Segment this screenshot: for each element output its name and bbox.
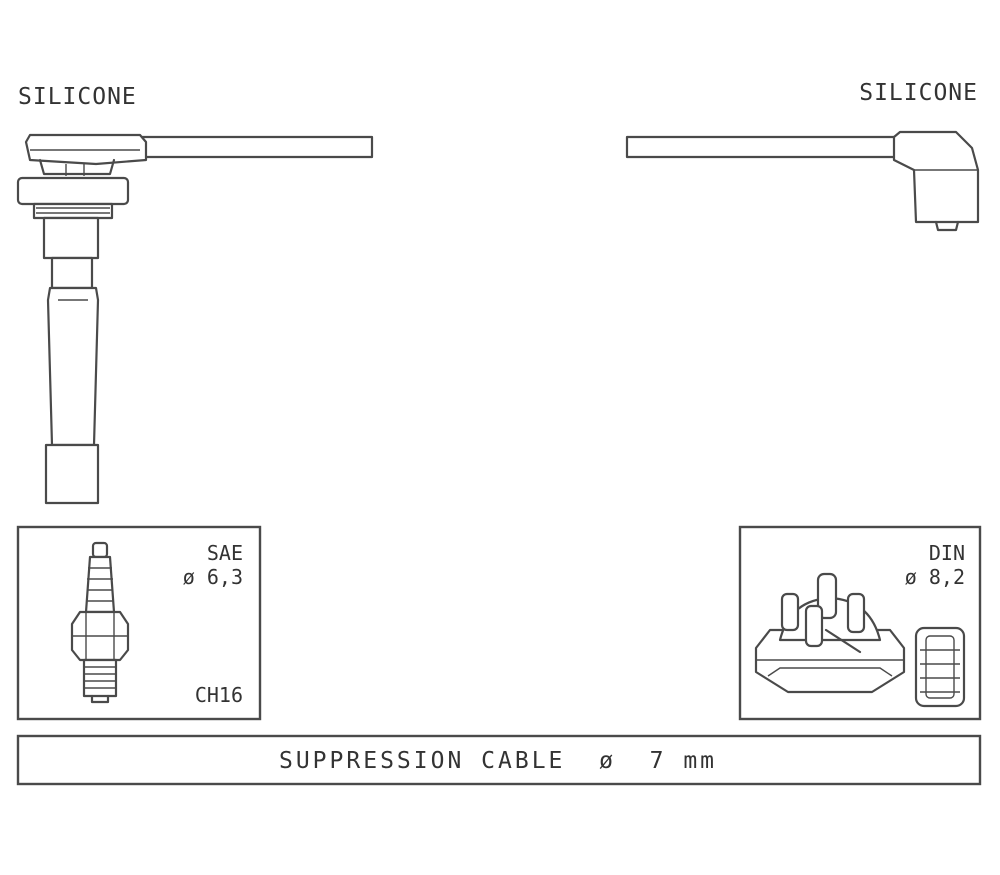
plug-code-label: CH16: [195, 683, 243, 707]
distributor-diameter-label: ø 8,2: [905, 565, 965, 589]
plug-standard-label: SAE: [207, 541, 243, 565]
left-cable: [138, 135, 374, 159]
plug-diameter-label: ø 6,3: [183, 565, 243, 589]
left-boot-terminal: [44, 443, 100, 505]
right-cable: [625, 135, 899, 159]
left-boot-upper: [42, 216, 100, 260]
cable-caption: SUPPRESSION CABLE ø 7 mm: [279, 748, 717, 774]
right-boot-head: [892, 130, 980, 224]
distributor-standard-label: DIN: [929, 541, 965, 565]
spark-plug-icon: [70, 541, 130, 704]
right-material-label: SILICONE: [859, 80, 978, 106]
left-boot-flange: [16, 176, 130, 206]
distributor-cap-icon: [754, 572, 966, 708]
distributor-boot: [625, 130, 980, 232]
left-material-label: SILICONE: [18, 84, 137, 110]
spark-plug-box: [16, 525, 262, 721]
cable-caption-box: [16, 734, 982, 786]
spark-plug-boot: [16, 133, 374, 505]
left-boot-sleeve: [46, 286, 100, 447]
